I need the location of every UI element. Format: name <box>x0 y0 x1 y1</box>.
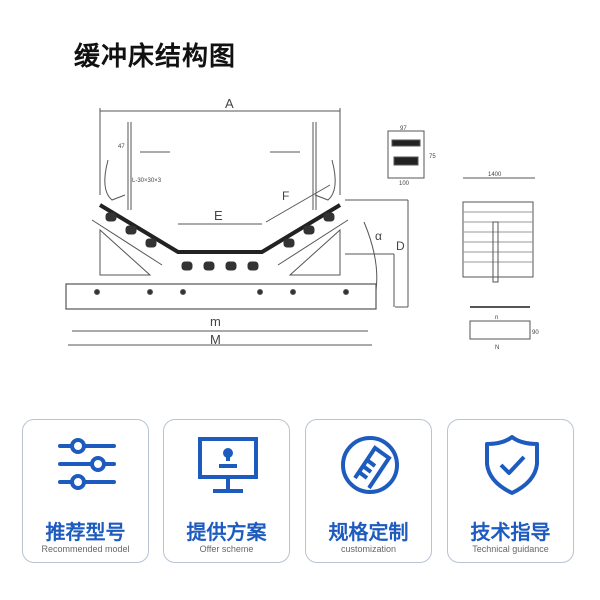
dim-M: M <box>210 332 221 347</box>
ruler-icon <box>341 436 399 494</box>
dim-100: 100 <box>399 181 410 187</box>
impact-bed-structure-drawing: A 47 L-30×30×3 E F α D m <box>65 96 539 351</box>
dim-90: 90 <box>532 330 539 336</box>
card-technical-guidance[interactable]: 技术指导 Technical guidance <box>447 419 574 563</box>
dim-47: 47 <box>118 144 125 150</box>
page-title: 缓冲床结构图 <box>74 42 237 72</box>
dim-97: 97 <box>400 126 407 132</box>
angle-alpha: α <box>375 229 382 243</box>
dim-F: F <box>282 189 289 203</box>
card-subtitle: Offer scheme <box>199 544 254 554</box>
shield-check-icon <box>485 435 539 495</box>
card-customization[interactable]: 规格定制 customization <box>305 419 432 563</box>
dim-A: A <box>225 96 234 111</box>
monitor-icon <box>198 437 258 493</box>
dim-E: E <box>214 208 223 223</box>
card-title: 规格定制 <box>328 520 409 544</box>
card-subtitle: Technical guidance <box>472 544 549 554</box>
card-title: 提供方案 <box>186 520 267 544</box>
dim-N: N <box>495 345 499 351</box>
dim-1400: 1400 <box>488 172 502 178</box>
dim-D: D <box>396 239 405 253</box>
card-subtitle: Recommended model <box>41 544 130 554</box>
card-recommended-model[interactable]: 推荐型号 Recommended model <box>22 419 149 563</box>
card-title: 推荐型号 <box>45 520 126 544</box>
card-subtitle: customization <box>340 544 397 554</box>
sliders-icon <box>58 438 116 490</box>
card-offer-scheme[interactable]: 提供方案 Offer scheme <box>163 419 290 563</box>
angle-steel-spec: L-30×30×3 <box>132 178 162 184</box>
dim-n: n <box>495 315 498 321</box>
card-title: 技术指导 <box>470 520 551 544</box>
dim-75: 75 <box>429 154 436 160</box>
dim-m: m <box>210 314 221 329</box>
